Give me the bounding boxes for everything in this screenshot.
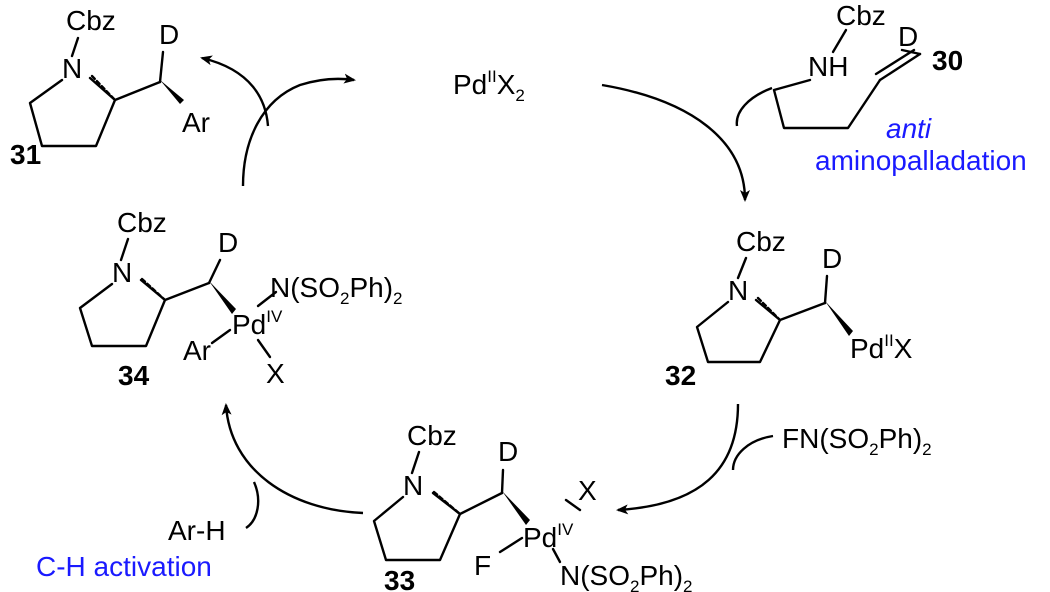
svg-text:Ar: Ar	[183, 335, 211, 366]
svg-text:Ar: Ar	[182, 107, 210, 138]
svg-text:32: 32	[665, 360, 696, 391]
svg-text:30: 30	[932, 45, 963, 76]
svg-text:Cbz: Cbz	[836, 0, 886, 31]
svg-text:NH: NH	[808, 51, 848, 82]
svg-text:Cbz: Cbz	[66, 5, 116, 36]
ch-activation-label: C-H activation	[36, 551, 212, 582]
anti-label: anti	[886, 113, 932, 144]
compound-31: Cbz N D Ar 31	[10, 5, 210, 170]
svg-text:PdIIX2: PdIIX2	[453, 67, 525, 105]
svg-text:N(SO2Ph)2: N(SO2Ph)2	[270, 272, 403, 308]
svg-text:PdIIX: PdIIX	[850, 331, 913, 364]
svg-text:31: 31	[10, 139, 41, 170]
svg-text:F: F	[474, 550, 491, 581]
svg-text:D: D	[218, 227, 238, 258]
svg-text:N(SO2Ph)2: N(SO2Ph)2	[560, 560, 693, 592]
arrow-release	[200, 55, 356, 187]
svg-text:33: 33	[384, 565, 415, 592]
arrow-oxidation: FN(SO2Ph)2	[616, 403, 932, 515]
svg-text:D: D	[898, 21, 918, 52]
svg-text:Cbz: Cbz	[407, 420, 457, 451]
svg-text:PdIV: PdIV	[232, 307, 283, 340]
svg-text:34: 34	[118, 360, 150, 391]
svg-text:Cbz: Cbz	[736, 226, 786, 257]
aminopalladation-label: aminopalladation	[815, 145, 1027, 176]
svg-text:D: D	[822, 243, 842, 274]
svg-text:X: X	[266, 358, 285, 389]
svg-text:N: N	[403, 470, 423, 501]
compound-30: Cbz NH D 30 anti aminopalladation	[772, 0, 1027, 176]
svg-text:FN(SO2Ph)2: FN(SO2Ph)2	[782, 423, 932, 459]
svg-text:Cbz: Cbz	[117, 207, 167, 238]
svg-text:X: X	[578, 475, 597, 506]
compound-32: Cbz N D PdIIX 32	[665, 226, 913, 391]
arrow-aminopalladation	[601, 83, 773, 202]
svg-text:Ar-H: Ar-H	[168, 515, 226, 546]
compound-34: Cbz N D PdIV N(SO2Ph)2 Ar X 34	[78, 207, 403, 391]
svg-text:N: N	[728, 275, 748, 306]
svg-text:N: N	[112, 257, 132, 288]
svg-text:D: D	[498, 436, 518, 467]
svg-text:D: D	[159, 19, 179, 50]
svg-text:PdIV: PdIV	[523, 520, 574, 553]
catalyst-pdx2: PdIIX2	[453, 67, 525, 105]
svg-text:N: N	[62, 53, 82, 84]
compound-33: Cbz N D PdIV X F N(SO2Ph)2 33	[372, 420, 693, 592]
arrow-ch-activation: Ar-H C-H activation	[36, 403, 364, 582]
